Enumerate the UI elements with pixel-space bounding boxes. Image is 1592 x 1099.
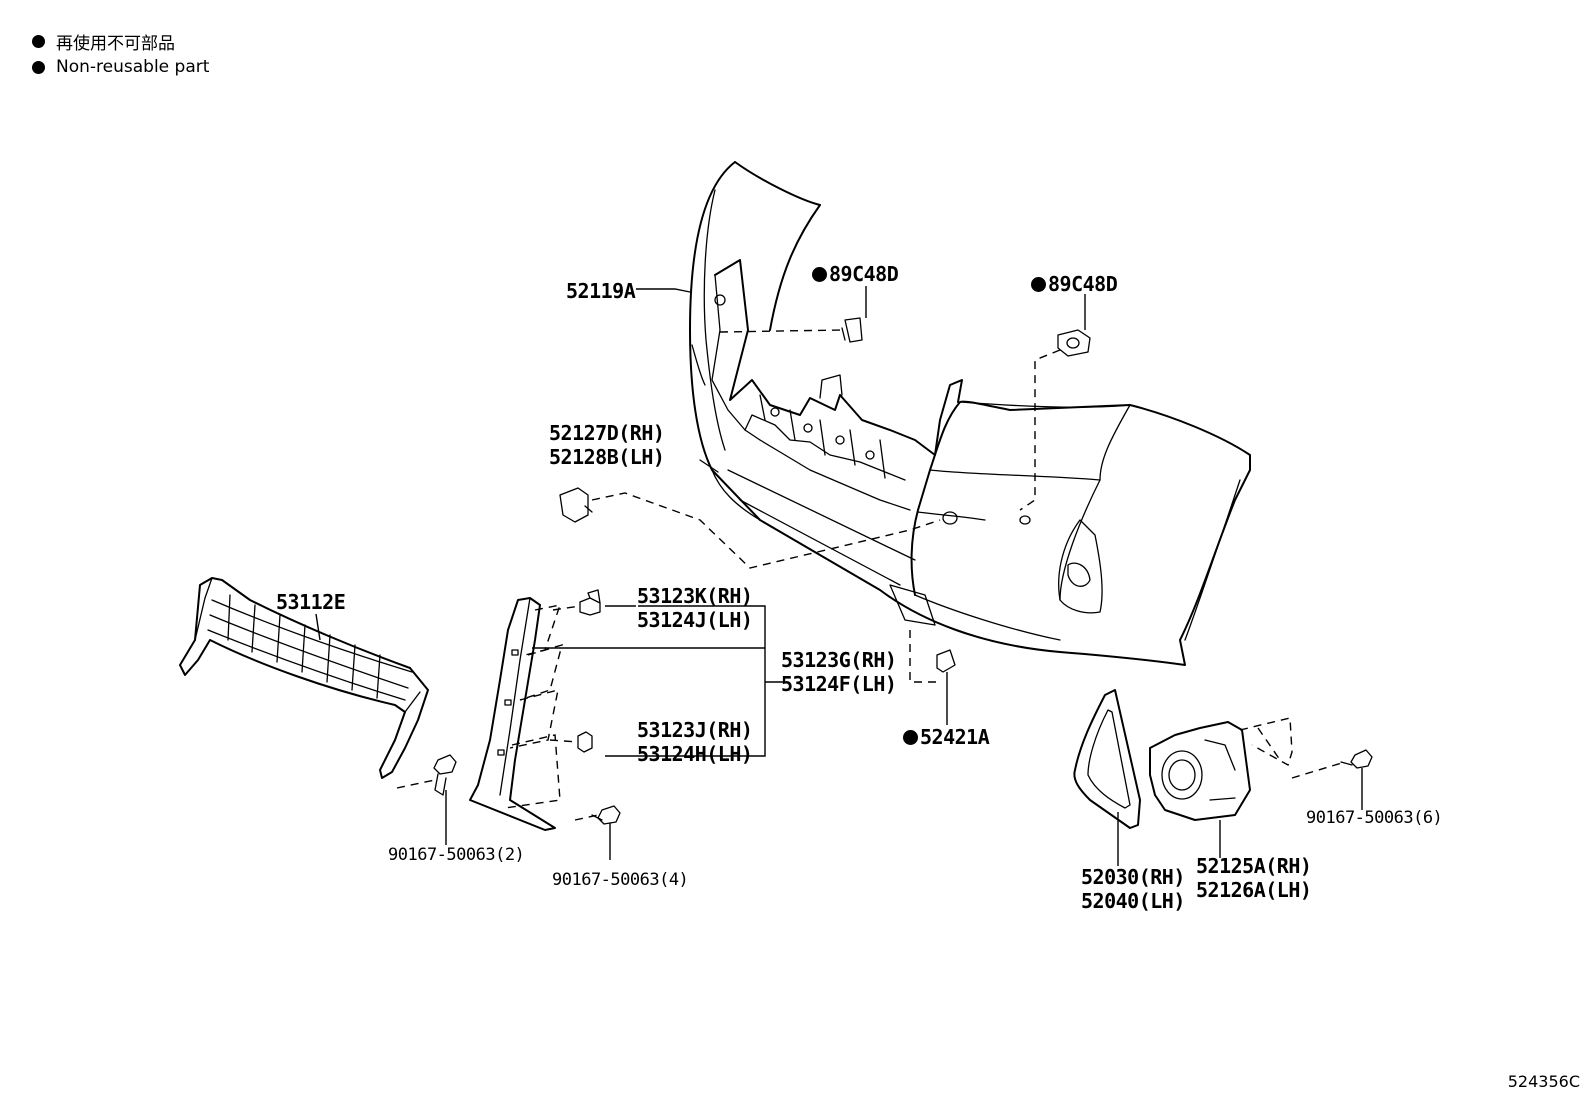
label-53112E: 53112E bbox=[276, 590, 346, 614]
bumper-retainer bbox=[711, 259, 963, 511]
legend-item-en: Non-reusable part bbox=[32, 56, 209, 78]
label-52127D: 52127D(RH) bbox=[549, 421, 665, 445]
label-52421A: 52421A bbox=[903, 725, 990, 749]
label-89C48D-2: 89C48D bbox=[1031, 272, 1118, 296]
non-reusable-dot-icon bbox=[812, 267, 827, 282]
label-53124J: 53124J(LH) bbox=[637, 608, 753, 632]
label-89C48D-1: 89C48D bbox=[812, 262, 899, 286]
legend-item-jp: 再使用不可部品 bbox=[32, 30, 175, 54]
label-53123G: 53123G(RH) bbox=[781, 648, 897, 672]
side-garnish bbox=[469, 597, 563, 831]
label-90167-4: 90167-50063(4) bbox=[552, 870, 689, 890]
non-reusable-dot-icon bbox=[903, 730, 918, 745]
legend-text-en: Non-reusable part bbox=[56, 57, 210, 77]
non-reusable-dot-icon bbox=[1031, 277, 1046, 292]
clip-53123J bbox=[577, 731, 593, 753]
label-89C48D-1-text: 89C48D bbox=[829, 262, 899, 286]
label-53124H: 53124H(LH) bbox=[637, 742, 753, 766]
label-90167-2: 90167-50063(2) bbox=[388, 845, 525, 865]
bolt-6 bbox=[1340, 749, 1373, 769]
sensor-89C48D-2 bbox=[1057, 329, 1091, 357]
label-52030: 52030(RH) bbox=[1081, 865, 1185, 889]
leader-lines bbox=[315, 286, 1363, 866]
bullet-icon bbox=[32, 60, 45, 74]
bullet-icon bbox=[32, 34, 45, 48]
label-52040: 52040(LH) bbox=[1081, 889, 1185, 913]
diagram-code: 524356C bbox=[1507, 1072, 1580, 1091]
fog-bezel bbox=[1073, 689, 1141, 829]
label-52119A: 52119A bbox=[566, 279, 636, 303]
label-53123J: 53123J(RH) bbox=[637, 718, 753, 742]
bumper-cover bbox=[689, 161, 1251, 666]
bolt-2 bbox=[433, 754, 457, 796]
clip-53123K bbox=[579, 589, 601, 616]
legend-text-jp: 再使用不可部品 bbox=[56, 33, 175, 54]
cover-52127D bbox=[559, 487, 593, 523]
fog-cover bbox=[1149, 717, 1293, 821]
label-53123K: 53123K(RH) bbox=[637, 584, 753, 608]
label-89C48D-2-text: 89C48D bbox=[1048, 272, 1118, 296]
sensor-89C48D-1 bbox=[841, 317, 863, 343]
label-53124F: 53124F(LH) bbox=[781, 672, 897, 696]
label-52421A-text: 52421A bbox=[920, 725, 990, 749]
lower-grille bbox=[179, 577, 429, 779]
label-52125A: 52125A(RH) bbox=[1196, 854, 1312, 878]
label-52126A: 52126A(LH) bbox=[1196, 878, 1312, 902]
label-52128B: 52128B(LH) bbox=[549, 445, 665, 469]
label-90167-6: 90167-50063(6) bbox=[1306, 808, 1443, 828]
retainer-52421A bbox=[936, 649, 956, 673]
